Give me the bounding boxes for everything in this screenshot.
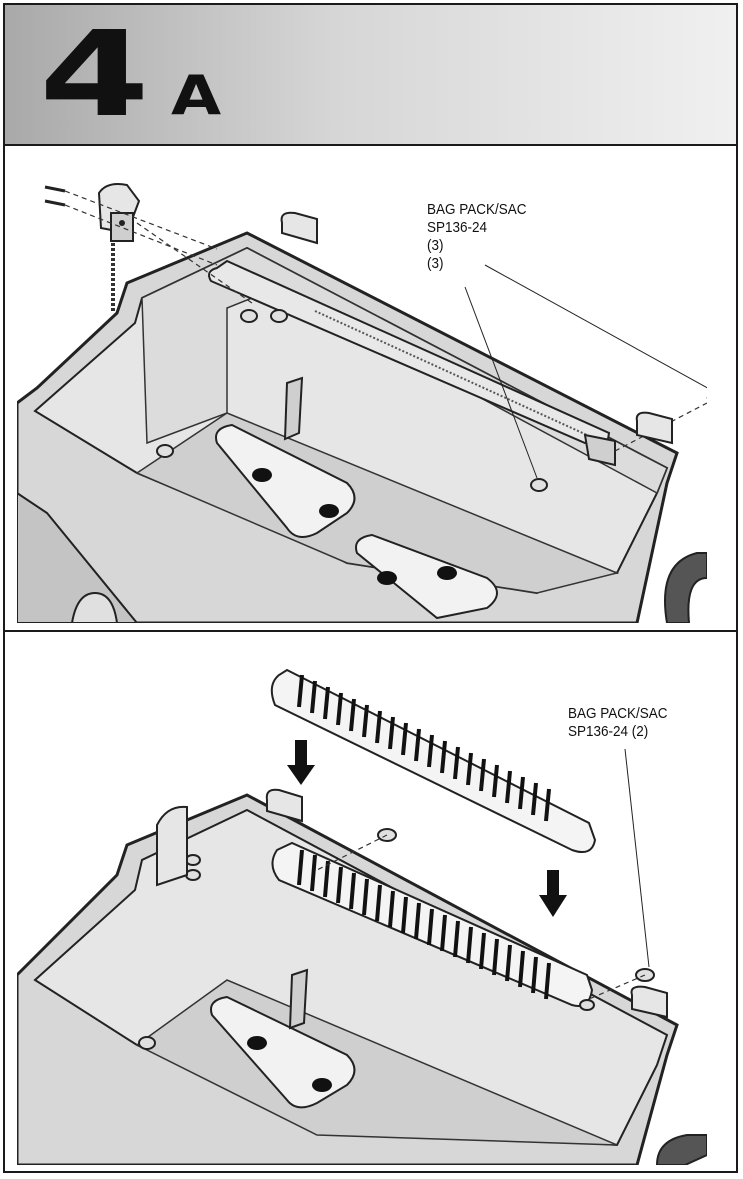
lid-hinge-left [280,211,318,245]
step-header: 4 A [5,5,736,146]
parts-callout-top: BAG PACK/SAC SP136-24 (3) (3) [427,201,527,273]
page-frame: 4 A [3,3,738,1173]
illustration-remove-burner: BAG PACK/SAC SP136-24 (3) (3) [17,153,707,623]
grill-side-panel [17,491,139,623]
cover-slots-installed [297,849,551,1000]
step-letter: A [171,64,222,127]
callout-part-number: SP136-24 [427,219,488,236]
side-handle [664,552,707,623]
crossover-bracket [583,433,616,467]
lid-hinge-left-bottom [265,788,303,823]
callout-part-number-bottom: SP136-24 (2) [568,723,649,740]
callout-qty-nut: (3) [427,255,444,272]
arrow-down-icon [287,740,567,917]
illustration-install-ignitor-cover: BAG PACK/SAC SP136-24 (2) [17,645,707,1165]
panel-divider [5,630,736,632]
parts-callout-bottom: BAG PACK/SAC SP136-24 (2) [568,705,668,741]
callout-bag-label-bottom: BAG PACK/SAC [568,705,668,722]
grill-firebox-drawing-bottom [17,668,707,1165]
side-handle-bottom [655,1134,707,1165]
callout-bag-label: BAG PACK/SAC [427,201,527,218]
callout-qty-screw: (3) [427,237,444,254]
heat-shield [283,376,304,441]
heat-shield-bottom [288,968,309,1030]
burner-tube-2 [355,533,498,620]
step-number: 4 [39,5,150,143]
crossover-cover-floating [270,668,597,853]
grill-firebox-drawing-top [17,183,707,623]
lid-hinge-right-bottom [630,985,668,1019]
lid-hinge-right [635,411,673,445]
cover-slots-floating [297,674,551,822]
control-knob [70,591,119,623]
wing-nut-icon-bottom [138,828,655,1050]
ignitor-bracket [97,183,141,313]
screw-icon [44,185,66,207]
side-shelf [156,805,188,887]
wing-nut-icon [156,309,548,492]
